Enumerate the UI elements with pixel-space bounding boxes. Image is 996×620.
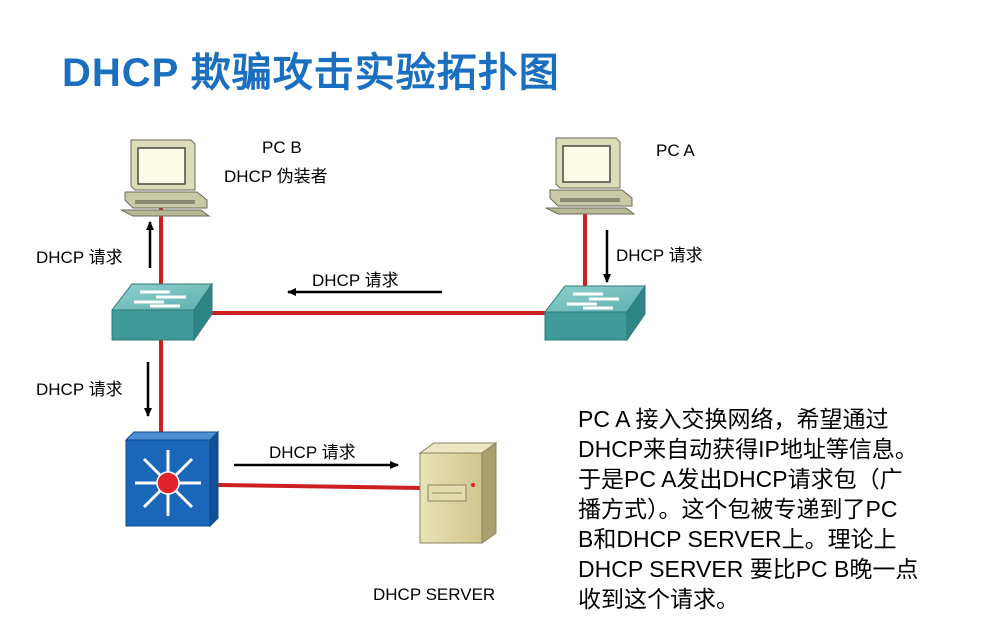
arrow-label-to-server: DHCP 请求 <box>269 443 356 462</box>
pc-a-name-label: PC A <box>656 141 695 160</box>
pc-b-computer-icon <box>120 139 211 217</box>
page-title: DHCP 欺骗攻击实验拓扑图 <box>62 51 560 95</box>
arrow-label-pc-a-down: DHCP 请求 <box>616 246 703 265</box>
server-name-label: DHCP SERVER <box>373 585 496 604</box>
network-links <box>159 205 587 490</box>
pc-b-name-label: PC B <box>262 138 302 157</box>
description-line: DHCP来自动获得IP地址等信息。 <box>578 436 918 462</box>
pc-a-computer-icon <box>545 137 636 215</box>
switch-left-icon <box>110 282 213 342</box>
switch-right-icon <box>543 284 646 342</box>
link-l3-server <box>217 483 423 490</box>
l3-switch-icon <box>124 430 220 528</box>
description-line: 收到这个请求。 <box>578 586 739 612</box>
arrow-label-pc-b-up: DHCP 请求 <box>36 248 123 267</box>
description-line: 播方式）。这个包被专递到了PC <box>578 496 898 522</box>
description-line: PC A 接入交换网络，希望通过 <box>578 406 889 432</box>
description-line: B和DHCP SERVER上。理论上 <box>578 526 897 552</box>
dhcp-server-icon <box>418 442 498 544</box>
description-line: DHCP SERVER 要比PC B晚一点 <box>578 556 919 582</box>
pc-b-role-label: DHCP 伪装者 <box>224 167 328 186</box>
description-text: PC A 接入交换网络，希望通过 DHCP来自动获得IP地址等信息。 于是PC … <box>578 404 973 614</box>
request-arrows <box>144 221 611 469</box>
arrow-label-switch-down: DHCP 请求 <box>36 380 123 399</box>
description-line: 于是PC A发出DHCP请求包（广 <box>578 466 903 492</box>
arrow-label-switch-link: DHCP 请求 <box>312 271 399 290</box>
